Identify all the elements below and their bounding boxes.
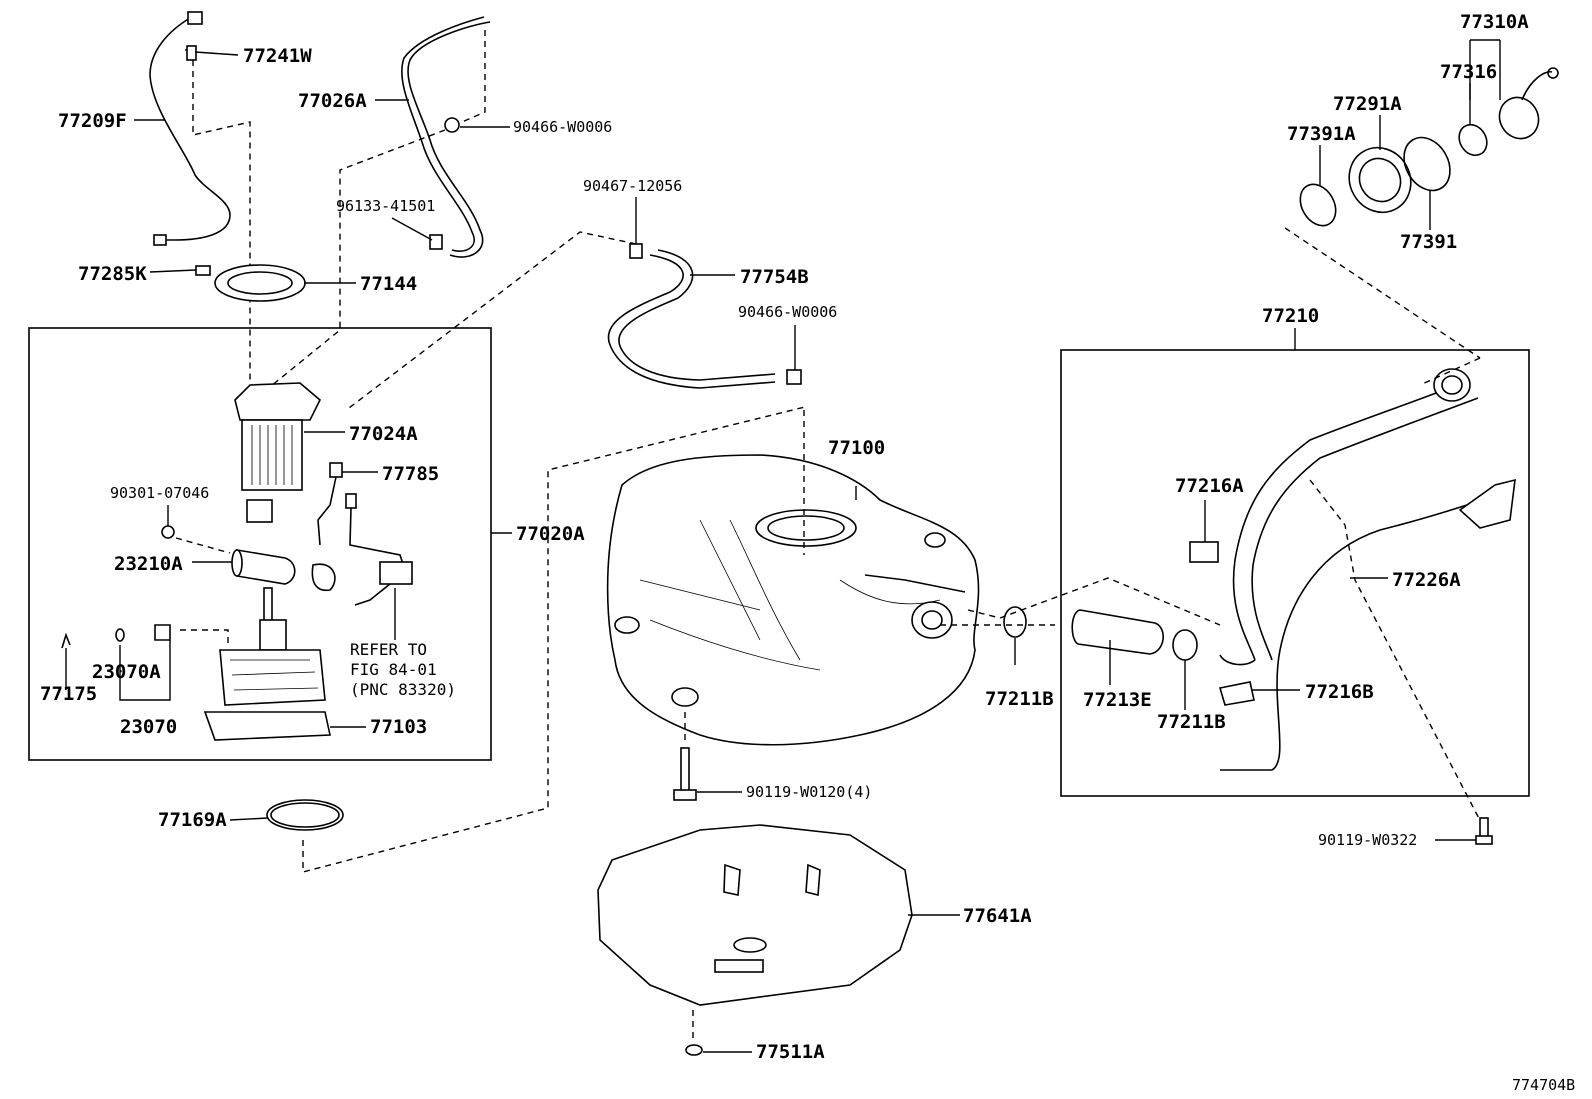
clip-77216A bbox=[1189, 541, 1219, 563]
label-77213E: 77213E bbox=[1083, 689, 1152, 711]
label-77316: 77316 bbox=[1440, 61, 1497, 83]
label-23210A: 23210A bbox=[114, 553, 183, 575]
label-77169A: 77169A bbox=[158, 809, 227, 831]
label-77026A: 77026A bbox=[298, 90, 367, 112]
label-90467-12056: 90467-12056 bbox=[583, 177, 682, 195]
figure-id: 774704B bbox=[1512, 1076, 1575, 1094]
label-77103: 77103 bbox=[370, 716, 427, 738]
clamp-77211B-left bbox=[1003, 606, 1027, 638]
label-77024A: 77024A bbox=[349, 423, 418, 445]
label-77391: 77391 bbox=[1400, 231, 1457, 253]
label-90466-W0006-top: 90466-W0006 bbox=[513, 118, 612, 136]
hose-77213E bbox=[1071, 609, 1164, 655]
vent-hose-77754B bbox=[607, 243, 802, 389]
label-77285K: 77285K bbox=[78, 263, 147, 285]
label-77391A: 77391A bbox=[1287, 123, 1356, 145]
label-77175: 77175 bbox=[40, 683, 97, 705]
clip-77511A bbox=[685, 1044, 703, 1056]
bolt-90119-W0322 bbox=[1475, 817, 1493, 845]
fuel-tank-77100 bbox=[606, 454, 980, 746]
label-77216A: 77216A bbox=[1175, 475, 1244, 497]
label-23070A: 23070A bbox=[92, 661, 161, 683]
label-77511A: 77511A bbox=[756, 1041, 825, 1063]
label-23070: 23070 bbox=[120, 716, 177, 738]
hose-77209F bbox=[149, 11, 231, 246]
label-77310A: 77310A bbox=[1460, 11, 1529, 33]
label-90119-W0120: 90119-W0120(4) bbox=[746, 783, 872, 801]
label-77210: 77210 bbox=[1262, 305, 1319, 327]
label-90119-W0322: 90119-W0322 bbox=[1318, 831, 1417, 849]
fuel-pump-module-77024A bbox=[234, 382, 321, 523]
fuel-pump-assembly-box bbox=[28, 327, 492, 761]
label-77020A: 77020A bbox=[516, 523, 585, 545]
label-90466-W0006-mid: 90466-W0006 bbox=[738, 303, 837, 321]
fuel-pump-23210A bbox=[231, 549, 296, 585]
fuel-cap-parts bbox=[1299, 67, 1559, 227]
filler-pipe-77210 bbox=[1219, 368, 1479, 666]
breather-hose-77226A bbox=[1220, 478, 1516, 771]
label-77241W: 77241W bbox=[243, 45, 312, 67]
label-77209F: 77209F bbox=[58, 110, 127, 132]
label-77144: 77144 bbox=[360, 273, 417, 295]
label-96133-41501: 96133-41501 bbox=[336, 197, 435, 215]
label-77216B: 77216B bbox=[1305, 681, 1374, 703]
label-77100: 77100 bbox=[828, 437, 885, 459]
gasket-77169A bbox=[266, 799, 344, 831]
note-line-1: REFER TO bbox=[350, 640, 427, 659]
label-77291A: 77291A bbox=[1333, 93, 1402, 115]
label-77754B: 77754B bbox=[740, 266, 809, 288]
wire-harness-77785 bbox=[317, 462, 413, 606]
label-77226A: 77226A bbox=[1392, 569, 1461, 591]
fuel-tank-protector-77641A bbox=[597, 824, 913, 1006]
label-90301-07046: 90301-07046 bbox=[110, 484, 209, 502]
label-77211B-left: 77211B bbox=[985, 688, 1054, 710]
label-77785: 77785 bbox=[382, 463, 439, 485]
label-77211B-right: 77211B bbox=[1157, 711, 1226, 733]
note-line-3: (PNC 83320) bbox=[350, 680, 456, 699]
bolt-90119-W0120 bbox=[673, 747, 697, 801]
note-line-2: FIG 84-01 bbox=[350, 660, 437, 679]
sender-gauge bbox=[219, 587, 326, 706]
label-77641A: 77641A bbox=[963, 905, 1032, 927]
hose-77026A bbox=[401, 16, 491, 258]
clamp-77211B-right bbox=[1172, 629, 1198, 661]
